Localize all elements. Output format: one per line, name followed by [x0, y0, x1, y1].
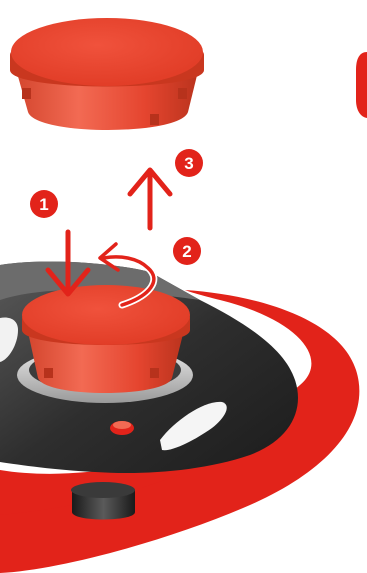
step-number-2: 2	[182, 242, 191, 261]
upper-filter-cap	[10, 18, 204, 130]
step-badge-3: 3	[175, 149, 203, 177]
step-number-1: 1	[39, 195, 48, 214]
lower-filter-cap	[22, 285, 190, 393]
next-panel-cap-edge	[356, 52, 367, 118]
step-badge-2: 2	[173, 237, 201, 265]
step-number-3: 3	[184, 154, 193, 173]
step-badge-1: 1	[30, 190, 58, 218]
arrow-up-icon	[130, 170, 170, 228]
